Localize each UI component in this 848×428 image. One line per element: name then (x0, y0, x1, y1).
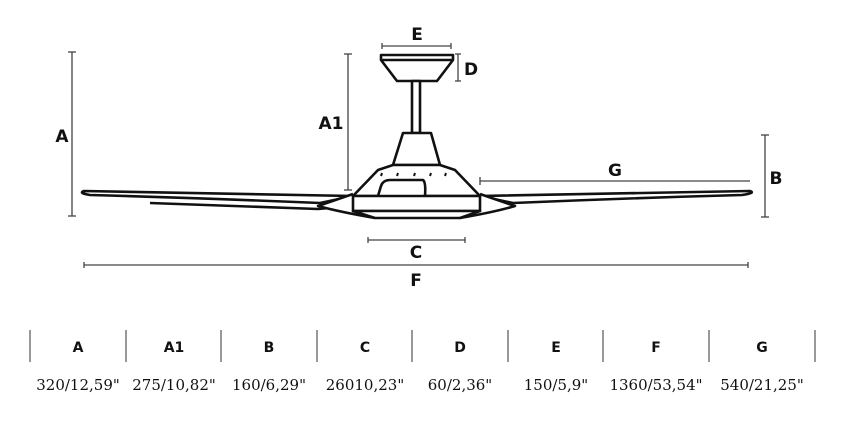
dimension-e (381, 43, 452, 49)
motor-band (351, 194, 482, 213)
light-window (376, 178, 427, 197)
table-value-b: 160/6,29" (232, 376, 306, 394)
vent-slots (380, 172, 447, 177)
table-header-e: E (551, 340, 561, 356)
label-a1: A1 (319, 114, 344, 134)
table-value-a: 320/12,59" (36, 376, 120, 394)
right-blade (478, 189, 754, 205)
table-value-a1: 275/10,82" (132, 376, 216, 394)
motor-top (391, 131, 442, 167)
table-header-b: B (264, 340, 275, 356)
dimension-a1 (344, 53, 352, 191)
table-value-g: 540/21,25" (720, 376, 804, 394)
table-value-d: 60/2,36" (428, 376, 492, 394)
dimension-c (367, 237, 466, 243)
label-c: C (410, 243, 422, 263)
table-header-f: F (651, 340, 661, 356)
dimension-b (761, 134, 769, 218)
label-a: A (55, 127, 69, 147)
dimension-a (68, 51, 76, 217)
dimension-f (83, 262, 749, 268)
bottom-cap (351, 209, 482, 220)
label-f: F (410, 271, 422, 291)
label-e: E (411, 25, 423, 45)
dimension-d (455, 53, 461, 82)
label-g: G (608, 161, 622, 181)
table-header-d: D (454, 340, 466, 356)
label-d: D (464, 60, 478, 80)
downrod (410, 79, 422, 135)
label-b: B (770, 169, 783, 189)
dimension-table: A A1 B C D E F G 320/12,59" 275/10,82" 1… (29, 330, 816, 394)
table-header-g: G (756, 340, 768, 356)
table-value-e: 150/5,9" (524, 376, 588, 394)
canopy (379, 53, 455, 83)
dimension-lines (68, 43, 769, 268)
table-dividers (29, 330, 816, 362)
table-value-c: 26010,23" (326, 376, 404, 394)
table-header-a1: A1 (164, 340, 185, 356)
table-header-c: C (360, 340, 370, 356)
table-value-f: 1360/53,54" (609, 376, 702, 394)
dimension-labels: A A1 E D B G C F (55, 25, 782, 291)
dimension-g (479, 177, 750, 185)
table-header-a: A (73, 340, 84, 356)
left-blade (80, 189, 355, 211)
fan-drawing (80, 53, 754, 220)
